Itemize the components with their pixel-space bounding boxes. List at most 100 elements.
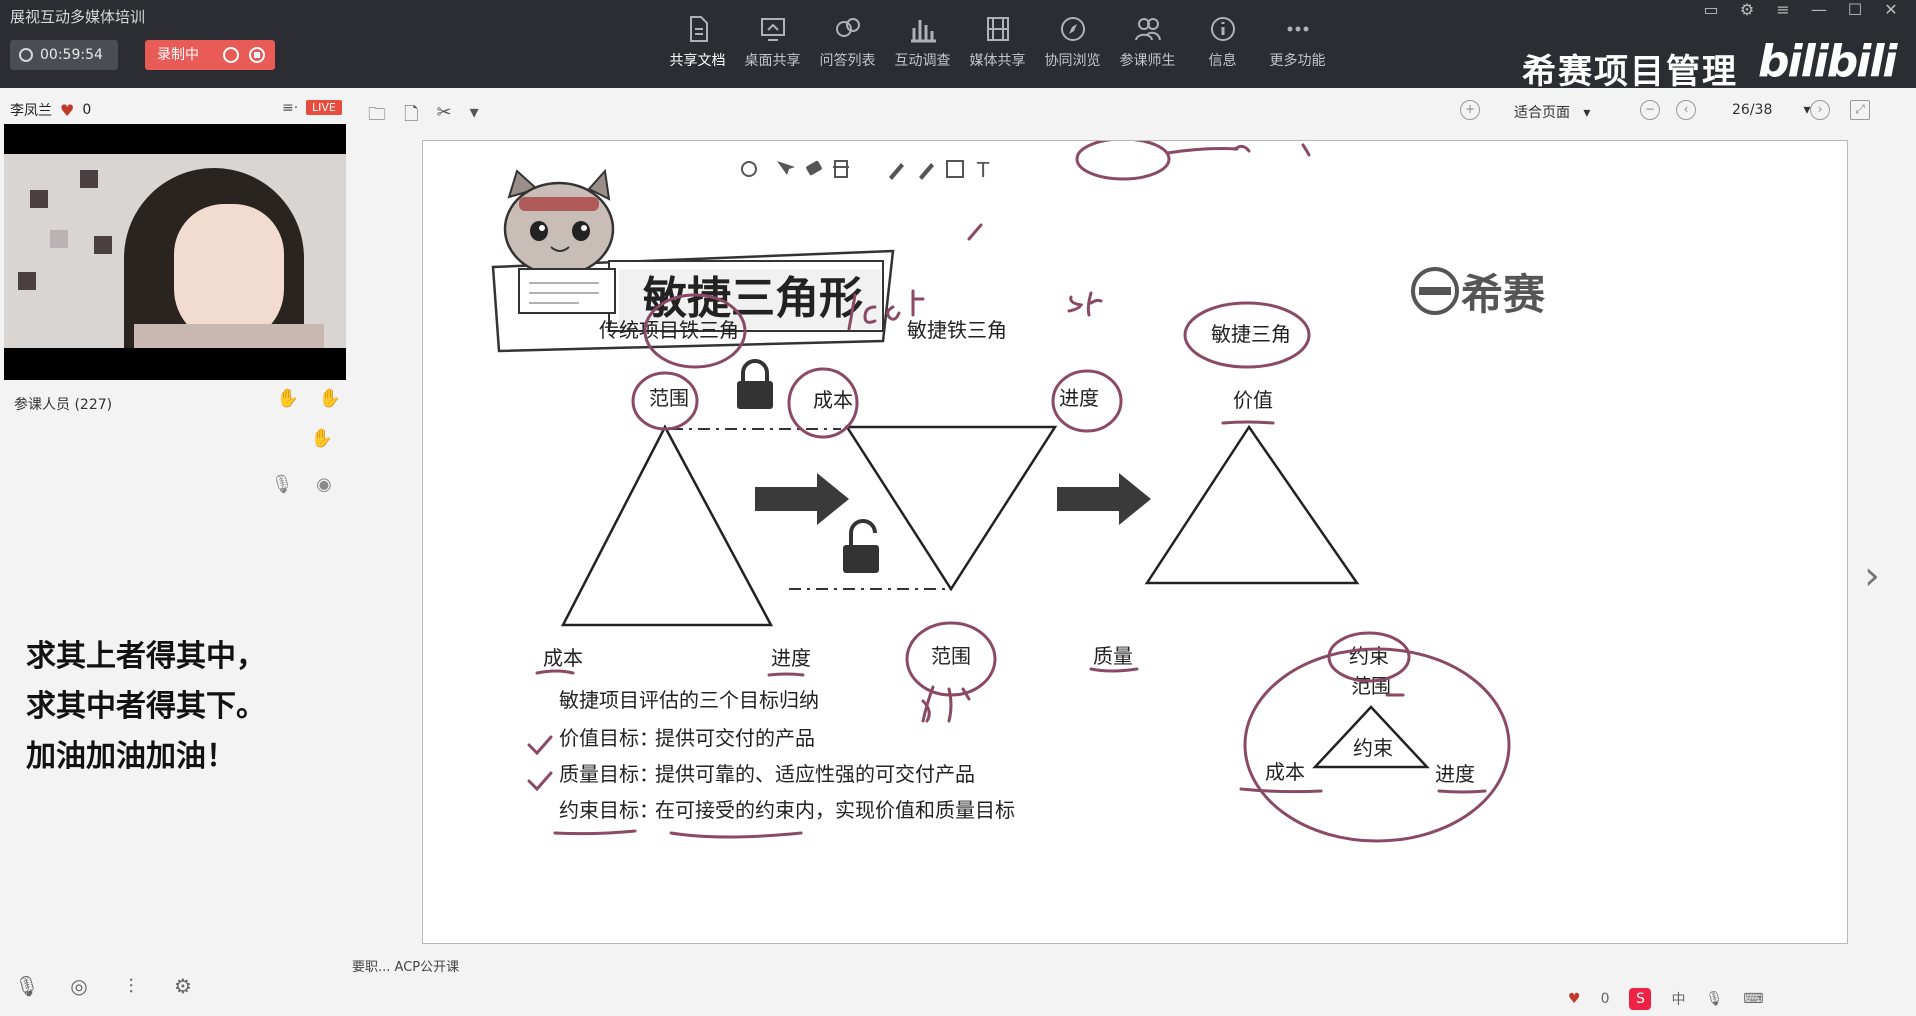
constraint-center-label: 约束 <box>1353 736 1393 760</box>
fullscreen-icon[interactable]: ⤢ <box>1850 100 1870 120</box>
heart-icon[interactable]: ♥ <box>1568 991 1581 1007</box>
logo-text: 希赛 <box>1461 270 1546 319</box>
hand-icon[interactable]: ✋ <box>318 388 342 409</box>
bar-chart-icon <box>910 20 936 43</box>
unlock-icon <box>843 519 879 573</box>
new-file-icon[interactable]: 🗋 <box>404 104 419 125</box>
goal-text: 在可接受的约束内，实现价值和质量目标 <box>655 798 1015 822</box>
tool-co-browse[interactable]: 协同浏览 <box>1035 14 1110 70</box>
equalizer-icon[interactable]: ⫶ <box>128 974 134 998</box>
arrow-right-icon <box>1057 473 1151 525</box>
left-sidebar: 李凤兰 ♥ 0 ≡· LIVE 参课人员 (227) ✋ ✋ ✋ 🎙 ◉ 求其上… <box>0 88 350 1016</box>
document-footer: 要职... ACP公开课 <box>352 960 460 975</box>
attendees-count[interactable]: 参课人员 (227) <box>14 397 113 413</box>
ime-logo-icon[interactable]: S <box>1629 988 1652 1010</box>
zoom-select[interactable]: 适合页面 ▾ <box>1514 102 1590 122</box>
stop-recording-icon[interactable] <box>249 47 265 63</box>
open-folder-icon[interactable]: 🗀 <box>368 104 386 125</box>
xisai-logo: 希赛 <box>1411 267 1546 319</box>
tool-media-share[interactable]: 媒体共享 <box>960 14 1035 70</box>
next-slide-icon[interactable]: › <box>1864 553 1880 599</box>
settings-icon[interactable]: ⚙ <box>174 974 192 998</box>
screen-icon[interactable]: ▭ <box>1703 0 1719 19</box>
prev-page-icon[interactable]: ‹ <box>1676 100 1696 120</box>
tool-label: 桌面共享 <box>744 53 801 69</box>
session-timer: 00:59:54 <box>10 40 118 70</box>
tool-survey[interactable]: 互动调查 <box>885 14 960 70</box>
teacher-face <box>174 204 284 344</box>
tool-participants[interactable]: 参课师生 <box>1110 14 1185 70</box>
page-indicator[interactable]: 26/38 ▾ <box>1732 102 1811 118</box>
minimize-icon[interactable]: — <box>1811 0 1827 19</box>
main-toolbar: 共享文档 桌面共享 问答列表 互动调查 媒体共享 协同浏览 参课师生 信息 <box>660 14 1335 70</box>
heart-icon[interactable]: ♥ <box>60 100 75 120</box>
list-menu-icon[interactable]: ≡· <box>282 100 299 116</box>
tool-more[interactable]: 更多功能 <box>1260 14 1335 70</box>
keyboard-icon[interactable]: ⌨ <box>1743 991 1764 1007</box>
motto-line: 加油加油加油！ <box>26 739 236 774</box>
annotation-toolbar[interactable]: T <box>741 158 990 182</box>
window-controls: ▭ ⚙ ≡ — ☐ ✕ <box>1700 0 1902 19</box>
constraint-triangle: 范围 约束 成本 进度 <box>1265 674 1475 786</box>
recording-label: 录制中 <box>157 47 199 63</box>
microphone-icon[interactable]: 🎙 <box>1705 991 1724 1007</box>
motto-text: 求其上者得其中， 求其中者得其下。 加油加油加油！ <box>26 632 266 782</box>
tool-label: 更多功能 <box>1269 53 1326 69</box>
webcam-icon[interactable]: ◉ <box>316 474 332 495</box>
video-background-decor <box>10 170 120 320</box>
triangle1-right-label: 进度 <box>771 646 811 670</box>
goals-heading: 敏捷项目评估的三个目标归纳 <box>559 688 819 712</box>
document-viewer: 🗀 🗋 ✂ ▾ + 适合页面 ▾ − ‹ 26/38 ▾ › ⤢ T <box>350 88 1916 1016</box>
settings-gear-icon[interactable]: ⚙ <box>1739 0 1755 19</box>
lock-icon <box>737 359 773 409</box>
mute-all-icon[interactable]: ✋ <box>276 388 300 409</box>
like-count: 0 <box>82 102 92 118</box>
raise-hand-icon[interactable]: ✋ <box>310 428 334 449</box>
live-badge: LIVE <box>306 100 342 115</box>
microphone-icon[interactable]: 🎙 <box>14 974 40 998</box>
tool-screen-share[interactable]: 桌面共享 <box>735 14 810 70</box>
zoom-out-icon[interactable]: − <box>1640 100 1660 120</box>
camera-icon[interactable]: ◎ <box>70 974 88 998</box>
cat-mascot <box>503 168 616 314</box>
motto-line: 求其中者得其下。 <box>26 689 266 724</box>
motto-line: 求其上者得其中， <box>26 639 266 674</box>
close-icon[interactable]: ✕ <box>1884 0 1898 19</box>
arrow-right-icon <box>755 473 849 525</box>
menu-icon[interactable]: ≡ <box>1776 0 1790 19</box>
timer-icon <box>19 48 33 62</box>
info-icon <box>1210 17 1235 41</box>
goals-list: 敏捷项目评估的三个目标归纳 价值目标： 提供可交付的产品 质量目标： 提供可靠的… <box>559 688 1015 822</box>
chevron-down-icon: ▾ <box>1574 105 1591 121</box>
dropdown-caret-icon[interactable]: ▾ <box>469 102 479 123</box>
add-icon[interactable]: + <box>1460 100 1480 120</box>
goal-label: 约束目标： <box>559 798 659 822</box>
document-icon <box>689 16 708 42</box>
svg-text:T: T <box>976 158 990 182</box>
tool-info[interactable]: 信息 <box>1185 14 1260 70</box>
tool-qa-list[interactable]: 问答列表 <box>810 14 885 70</box>
microphone-icon[interactable]: 🎙 <box>270 474 294 495</box>
next-page-icon[interactable]: › <box>1810 100 1830 120</box>
recording-control[interactable]: 录制中 <box>145 40 275 70</box>
triangle2-left-label: 成本 <box>813 388 853 412</box>
tool-label: 问答列表 <box>819 53 876 69</box>
tool-label: 信息 <box>1208 53 1237 69</box>
triangle3-top-label: 价值 <box>1233 388 1273 412</box>
video-letterbox-bottom <box>4 348 346 380</box>
video-letterbox-top <box>4 124 346 154</box>
top-bar: 展视互动多媒体培训 00:59:54 录制中 共享文档 桌面共享 问答列表 互动… <box>0 0 1916 92</box>
app-title: 展视互动多媒体培训 <box>10 8 146 26</box>
pause-recording-icon[interactable] <box>223 47 239 63</box>
tool-share-document[interactable]: 共享文档 <box>660 14 735 70</box>
chat-bubble-icon <box>835 18 860 37</box>
triangle3-title: 敏捷三角 <box>1211 322 1291 346</box>
compass-icon <box>1060 17 1085 41</box>
tool-label: 互动调查 <box>894 53 951 69</box>
ime-language[interactable]: 中 <box>1671 992 1686 1008</box>
maximize-icon[interactable]: ☐ <box>1847 0 1863 19</box>
traditional-triangle: 传统项目铁三角 范围 成本 进度 <box>543 318 811 670</box>
scissors-icon[interactable]: ✂ <box>436 102 452 123</box>
page-indicator-value: 26/38 <box>1732 102 1773 118</box>
slide-page[interactable]: T 敏捷三角形 <box>422 140 1848 944</box>
